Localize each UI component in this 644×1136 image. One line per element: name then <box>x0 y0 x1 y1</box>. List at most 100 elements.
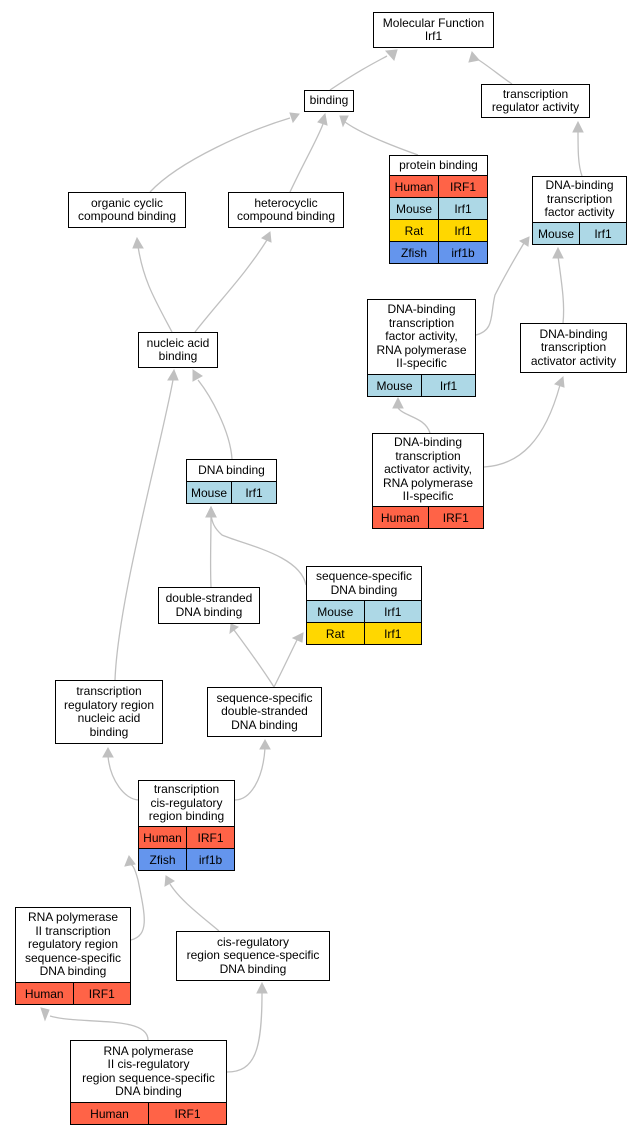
node-title-line: sequence-specific <box>315 569 413 583</box>
node-title-line: sequence-specific <box>24 950 122 965</box>
gene-cell[interactable]: Irf1 <box>438 220 487 241</box>
node-binding[interactable]: binding <box>304 90 354 112</box>
node-title-line: Irf1 <box>424 29 443 43</box>
edge-line <box>129 863 145 941</box>
node-title-line: DNA binding <box>39 964 107 979</box>
node-title-line: DNA binding <box>219 961 287 976</box>
species-cell: Human <box>394 179 434 194</box>
edge-line <box>473 56 513 85</box>
node-title-line: II cis-regulatory <box>107 1057 190 1071</box>
arrowhead-icon <box>102 746 114 758</box>
node-title-line: DNA-binding <box>545 178 614 193</box>
arrowhead-icon <box>132 236 144 249</box>
edge-line <box>210 514 307 586</box>
gene-cell[interactable]: IRF1 <box>72 983 131 1004</box>
node-title-line: transcription <box>388 315 455 330</box>
node-title-line: protein binding <box>399 157 478 172</box>
species-cell: Mouse <box>376 378 413 393</box>
node-title-line: organic cyclic <box>90 195 164 210</box>
arrowhead-icon <box>554 375 565 388</box>
arrowhead-icon <box>384 49 398 62</box>
gene-cell[interactable]: Irf1 <box>421 375 475 396</box>
arrowhead-icon <box>339 115 349 128</box>
node-title-line: Molecular Function <box>382 15 485 30</box>
gene-cell[interactable]: Irf1 <box>231 482 276 503</box>
gene-cell[interactable]: Irf1 <box>438 198 487 219</box>
node-title-line: regulatory region <box>27 937 119 952</box>
species-gene-row: Mouse Irf1 <box>368 374 475 396</box>
node-title-line: transcription <box>540 340 607 355</box>
gene-cell[interactable]: irf1b <box>438 242 487 263</box>
arrowhead-icon <box>392 396 404 409</box>
edge-line <box>107 755 140 801</box>
gene-cell[interactable]: IRF1 <box>438 176 487 197</box>
gene-cell[interactable]: IRF1 <box>148 1103 226 1124</box>
edge-line <box>233 629 275 688</box>
node-title-line: regulatory region <box>63 697 155 712</box>
arrowhead-icon <box>167 368 179 381</box>
node-title-line: RNA polymerase <box>103 1043 194 1058</box>
gene-cell[interactable]: Irf1 <box>363 623 422 644</box>
node-title-line: RNA polymerase <box>382 475 474 490</box>
node-title-line: binding <box>89 724 129 739</box>
edge-line <box>329 55 388 91</box>
arrowhead-icon <box>205 505 217 518</box>
gene-cell[interactable]: Irf1 <box>579 223 626 244</box>
node-title-line: binding <box>158 349 198 363</box>
edge-line <box>149 117 291 193</box>
node-title-line: activator activity <box>530 353 617 368</box>
gene-cell[interactable]: IRF1 <box>186 827 234 848</box>
arrowhead-icon <box>256 981 268 994</box>
gene-cell[interactable]: irf1b <box>186 849 234 870</box>
arrowhead-icon <box>572 120 584 133</box>
edge-line <box>114 379 174 681</box>
node-title-line: double-stranded <box>221 704 308 719</box>
gene-cell[interactable]: IRF1 <box>427 507 484 528</box>
species-cell: Human <box>143 830 182 845</box>
species-cell: Human <box>24 986 64 1001</box>
arrowhead-icon <box>468 50 480 63</box>
edge-line <box>137 245 173 333</box>
node-title-line: DNA binding <box>175 604 243 619</box>
edge-line <box>273 639 298 688</box>
node-title-line: binding <box>309 93 349 108</box>
node-title-line: II-specific <box>402 489 454 504</box>
arrowhead-icon <box>229 623 239 635</box>
gene-cell[interactable]: Irf1 <box>363 601 422 622</box>
